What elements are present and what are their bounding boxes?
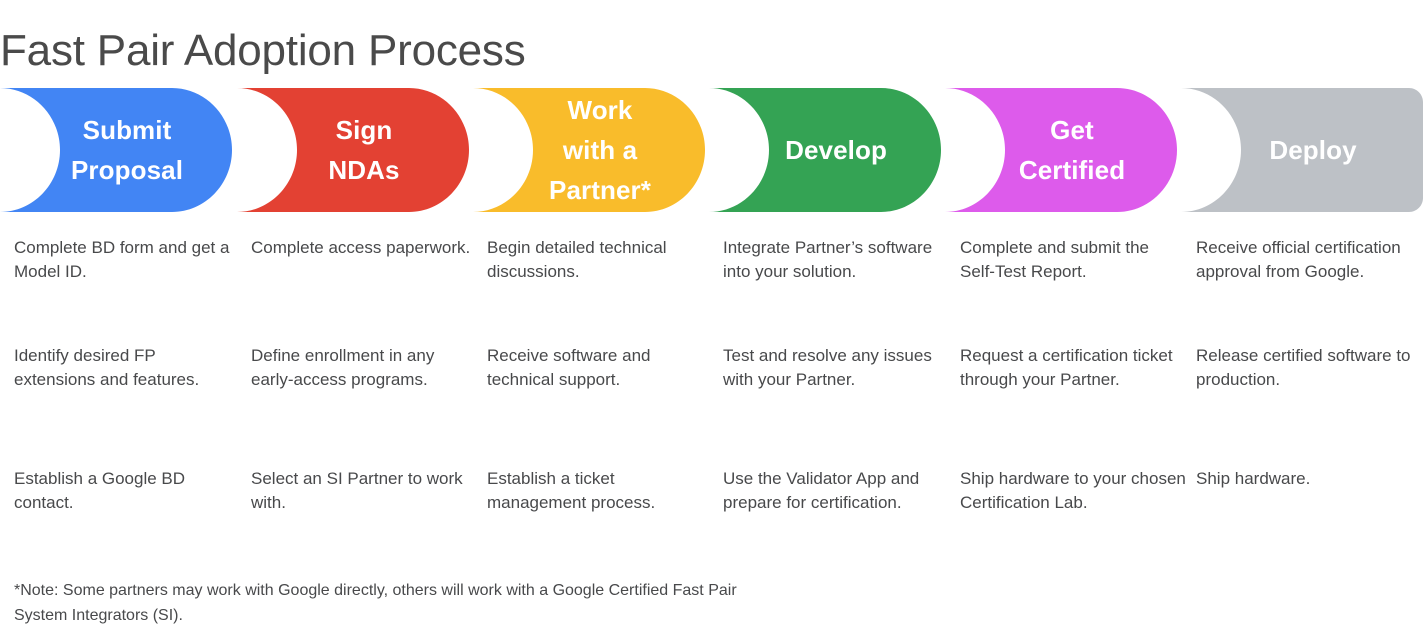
stage-detail-item: Integrate Partner’s software into your s… bbox=[723, 238, 933, 281]
stage-detail-item: Select an SI Partner to work with. bbox=[251, 469, 463, 512]
stage-detail-item: Identify desired FP extensions and featu… bbox=[14, 346, 200, 389]
process-stage-label-2: Work with a Partner* bbox=[549, 95, 651, 205]
chevron-path-4 bbox=[945, 88, 1177, 212]
process-stage-label-4: Get Certified bbox=[1018, 115, 1126, 185]
chevron-shape-icon bbox=[237, 88, 469, 212]
stage-detail-item: Request a certification ticket through y… bbox=[960, 346, 1173, 389]
stage-detail-item: Complete and submit the Self-Test Report… bbox=[960, 238, 1149, 281]
chevron-shape-icon bbox=[1181, 88, 1423, 212]
chevron-shape-icon bbox=[945, 88, 1177, 212]
chevron-path-2 bbox=[473, 88, 705, 212]
stage-detail-item: Establish a ticket management process. bbox=[487, 469, 656, 512]
chevron-shape-icon bbox=[0, 88, 232, 212]
stage-detail-item: Define enrollment in any early-access pr… bbox=[251, 346, 435, 389]
footnote-text: *Note: Some partners may work with Googl… bbox=[14, 582, 737, 624]
stage-detail-item: Begin detailed technical discussions. bbox=[487, 238, 667, 281]
stage-detail-item: Use the Validator App and prepare for ce… bbox=[723, 469, 920, 512]
stage-detail-item: Complete access paperwork. bbox=[251, 238, 471, 257]
process-stage-label-1: Sign NDAs bbox=[328, 115, 400, 185]
stage-detail-columns: Complete BD form and get a Model ID. Ide… bbox=[0, 236, 1423, 556]
chevron-shape-icon bbox=[473, 88, 705, 212]
stage-detail-item: Receive official certification approval … bbox=[1196, 238, 1401, 281]
stage-detail-item: Test and resolve any issues with your Pa… bbox=[723, 346, 932, 389]
process-stage-banner-0[interactable]: Submit Proposal bbox=[0, 88, 232, 212]
stage-detail-item: Release certified software to production… bbox=[1196, 346, 1411, 389]
chevron-path-3 bbox=[709, 88, 941, 212]
process-stage-label-0: Submit Proposal bbox=[70, 115, 184, 185]
process-stage-banner-1[interactable]: Sign NDAs bbox=[237, 88, 469, 212]
page-title: Fast Pair Adoption Process bbox=[0, 26, 526, 76]
chevron-path-0 bbox=[0, 88, 232, 212]
process-stage-banner-3[interactable]: Develop bbox=[709, 88, 941, 212]
stage-detail-item: Establish a Google BD contact. bbox=[14, 469, 186, 512]
chevron-path-1 bbox=[237, 88, 469, 212]
process-banner-row: Submit Proposal Sign NDAs Work with a Pa… bbox=[0, 88, 1423, 212]
process-stage-banner-2[interactable]: Work with a Partner* bbox=[473, 88, 705, 212]
process-stage-label-3: Develop bbox=[785, 135, 887, 165]
stage-detail-item: Receive software and technical support. bbox=[487, 346, 651, 389]
process-stage-label-5: Deploy bbox=[1269, 135, 1357, 165]
stage-detail-item: Ship hardware. bbox=[1196, 469, 1311, 488]
process-stage-banner-4[interactable]: Get Certified bbox=[945, 88, 1177, 212]
process-stage-banner-5[interactable]: Deploy bbox=[1181, 88, 1423, 212]
chevron-shape-icon bbox=[709, 88, 941, 212]
stage-detail-item: Complete BD form and get a Model ID. bbox=[14, 238, 230, 281]
chevron-path-5 bbox=[1181, 88, 1423, 212]
stage-detail-item: Ship hardware to your chosen Certificati… bbox=[960, 469, 1186, 512]
